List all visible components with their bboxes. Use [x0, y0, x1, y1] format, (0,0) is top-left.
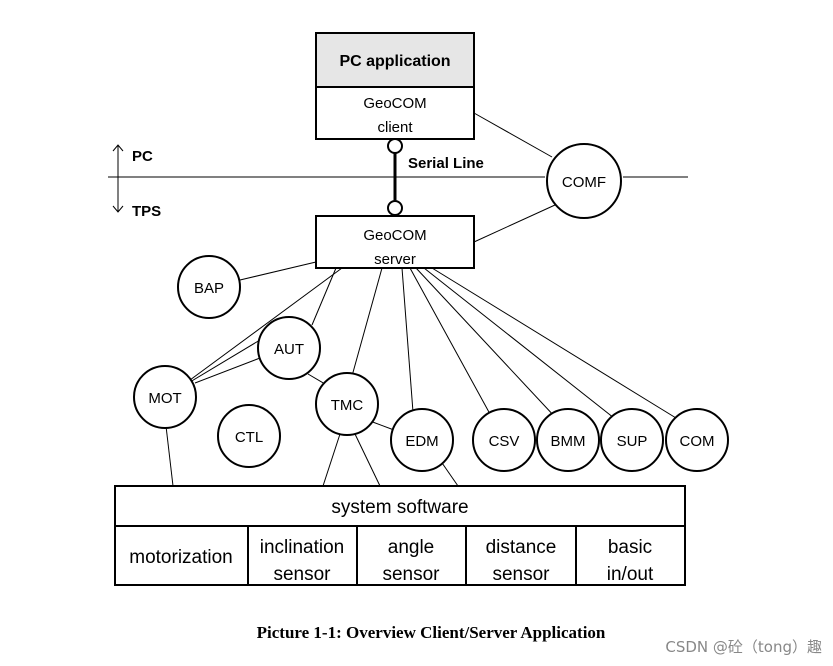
server-sup-link: [423, 267, 615, 419]
geocom-server-line1: GeoCOM: [363, 227, 426, 244]
aut-tmc-link: [307, 373, 326, 385]
tmc-system-link-1: [322, 433, 341, 487]
server-csv-link: [409, 267, 491, 415]
server-tmc-link: [351, 267, 383, 377]
server-bmm-link: [415, 267, 557, 419]
module-bmm: BMM: [536, 408, 600, 472]
module-com-label: COM: [680, 433, 715, 450]
csdn-watermark: CSDN @砼（tong）趣: [665, 638, 822, 656]
server-mot-link: [189, 267, 343, 381]
cell-angle-line2: sensor: [382, 564, 440, 585]
server-comf-link: [473, 204, 556, 243]
serial-port-bottom: [387, 200, 403, 216]
module-csv: CSV: [472, 408, 536, 472]
module-com: COM: [665, 408, 729, 472]
cell-distance-line1: distance: [486, 537, 557, 558]
geocom-server-box: GeoCOM server: [315, 215, 475, 269]
pc-application-box: PC application GeoCOM client: [315, 32, 475, 140]
module-tmc-label: TMC: [331, 397, 364, 414]
module-bap-label: BAP: [194, 280, 224, 297]
mot-system-link: [165, 425, 174, 487]
pc-application-title: PC application: [339, 53, 450, 70]
module-aut-label: AUT: [274, 341, 304, 358]
module-sup: SUP: [600, 408, 664, 472]
serial-port-top: [387, 138, 403, 154]
geocom-server-line2: server: [374, 251, 416, 268]
module-mot-label: MOT: [148, 390, 181, 407]
module-bmm-label: BMM: [551, 433, 586, 450]
server-bap-link: [239, 261, 317, 281]
module-bap: BAP: [177, 255, 241, 319]
module-mot: MOT: [133, 365, 197, 429]
tmc-system-link-2: [354, 433, 381, 487]
server-aut-link: [311, 267, 337, 326]
aut-mot-link-lower: [194, 357, 261, 384]
server-edm-link: [401, 267, 414, 413]
cell-angle-line1: angle: [388, 537, 435, 558]
module-edm-label: EDM: [405, 433, 438, 450]
module-ctl-label: CTL: [235, 429, 263, 446]
module-ctl: CTL: [217, 404, 281, 468]
module-csv-label: CSV: [489, 433, 520, 450]
figure-caption: Picture 1-1: Overview Client/Server Appl…: [257, 623, 606, 642]
server-com-link: [431, 267, 677, 419]
cell-motorization: motorization: [129, 547, 233, 568]
pc-tps-arrows: [112, 144, 124, 213]
client-comf-link: [473, 112, 553, 158]
module-comf-label: COMF: [562, 174, 606, 191]
cell-basic-line2: in/out: [607, 564, 654, 585]
geocom-client-line1: GeoCOM: [363, 95, 426, 112]
edm-system-link: [439, 459, 459, 487]
tmc-edm-link: [369, 420, 395, 431]
module-sup-label: SUP: [617, 433, 648, 450]
serial-line-label: Serial Line: [408, 155, 484, 172]
module-edm: EDM: [390, 408, 454, 472]
module-aut: AUT: [257, 316, 321, 380]
system-software-title: system software: [331, 497, 468, 518]
system-software-block: [114, 485, 686, 586]
connector-lines: [108, 112, 688, 487]
module-tmc: TMC: [315, 372, 379, 436]
tps-side-label: TPS: [132, 203, 161, 220]
aut-mot-link-upper: [189, 339, 261, 383]
module-comf: COMF: [546, 143, 622, 219]
geocom-client-line2: client: [377, 119, 413, 136]
cell-basic-line1: basic: [608, 537, 652, 558]
serial-line: [387, 138, 403, 216]
cell-inclination-line1: inclination: [260, 537, 345, 558]
cell-inclination-line2: sensor: [273, 564, 331, 585]
pc-side-label: PC: [132, 148, 153, 165]
cell-distance-line2: sensor: [492, 564, 550, 585]
